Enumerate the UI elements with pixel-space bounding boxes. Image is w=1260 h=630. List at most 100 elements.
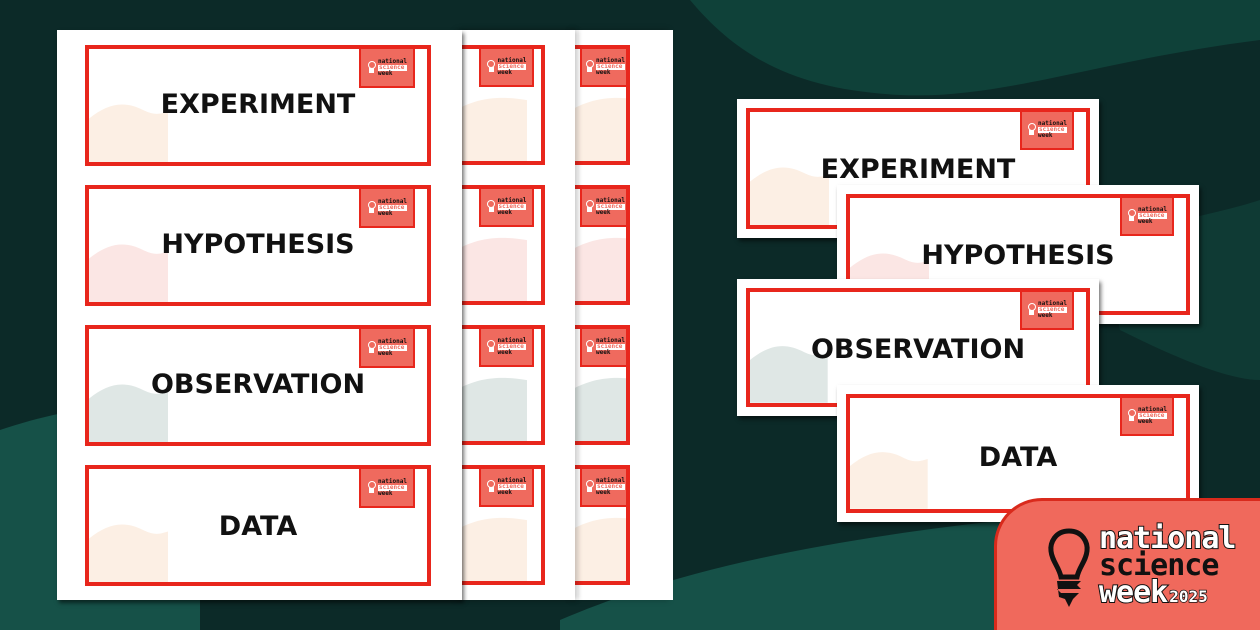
logo-line1: national [497, 337, 527, 344]
bulb-icon [1027, 123, 1036, 137]
logo-line2: science [497, 484, 527, 490]
logo-line1: national [1138, 206, 1167, 213]
bulb-icon [585, 340, 594, 354]
brand-year: 2025 [1169, 586, 1209, 607]
card-word: OBSERVATION [150, 369, 366, 400]
bulb-icon [1027, 303, 1036, 317]
logo-line2: science [497, 64, 527, 70]
logo-line1: national [596, 57, 625, 64]
logo-line1: national [596, 477, 625, 484]
logo-line2: science [497, 204, 527, 210]
logo-line3: week [378, 209, 393, 217]
card-word: EXPERIMENT [160, 89, 356, 120]
card-word: DATA [218, 511, 298, 542]
logo-line3: week [1138, 218, 1153, 225]
logo-line2: science [1138, 213, 1167, 219]
logo-line3: week [596, 489, 611, 496]
logo-line1: national [1038, 300, 1067, 307]
card-word: OBSERVATION [810, 334, 1026, 365]
logo-line1: national [378, 197, 407, 205]
card-word: EXPERIMENT [820, 154, 1016, 185]
logo-line3: week [596, 69, 611, 76]
card-word: HYPOTHESIS [921, 240, 1115, 271]
logo-line1: national [497, 197, 527, 204]
lightbulb-icon [1048, 528, 1090, 607]
bulb-icon [585, 480, 594, 494]
logo-line1: national [596, 197, 625, 204]
bulb-icon [367, 200, 376, 215]
logo-line3: week [497, 489, 512, 496]
logo-line2: science [1038, 127, 1067, 133]
card-word: DATA [978, 442, 1058, 473]
logo-line1: national [378, 337, 407, 345]
logo-line3: week [1038, 132, 1053, 139]
logo-line3: week [1038, 312, 1053, 319]
logo-line1: national [1138, 406, 1167, 413]
logo-line2: science [378, 64, 407, 71]
logo-line3: week [378, 489, 393, 497]
bulb-icon [487, 480, 496, 494]
brand-line1: national [1098, 521, 1237, 556]
bulb-icon [367, 480, 376, 495]
logo-line3: week [497, 349, 512, 356]
logo-line3: week [497, 69, 512, 76]
logo-line1: national [497, 57, 527, 64]
logo-line3: week [378, 69, 393, 77]
bulb-icon [585, 60, 594, 74]
brand-line3: week [1098, 575, 1169, 610]
logo-line2: science [378, 204, 407, 211]
bulb-icon [487, 200, 496, 214]
logo-line3: week [1138, 418, 1153, 425]
logo-line2: science [596, 204, 625, 210]
logo-line2: science [497, 344, 527, 350]
bulb-icon [367, 60, 376, 75]
logo-line3: week [596, 209, 611, 216]
bulb-icon [487, 60, 496, 74]
logo-line1: national [596, 337, 625, 344]
card-word: HYPOTHESIS [161, 229, 355, 260]
logo-line1: national [497, 477, 527, 484]
logo-line2: science [378, 484, 407, 491]
bulb-icon [487, 340, 496, 354]
logo-line3: week [378, 349, 393, 357]
logo-line1: national [378, 477, 407, 485]
logo-line1: national [378, 57, 407, 65]
bulb-icon [585, 200, 594, 214]
bulb-icon [1127, 209, 1136, 223]
logo-line2: science [1138, 413, 1167, 419]
bulb-icon [367, 340, 376, 355]
logo-line2: science [1038, 307, 1067, 313]
logo-line2: science [596, 64, 625, 70]
logo-line2: science [596, 484, 625, 490]
logo-line3: week [497, 209, 512, 216]
logo-line3: week [596, 349, 611, 356]
brand-line2: science [1099, 548, 1219, 583]
logo-line2: science [596, 344, 625, 350]
logo-line1: national [1038, 120, 1067, 127]
logo-line2: science [378, 344, 407, 351]
